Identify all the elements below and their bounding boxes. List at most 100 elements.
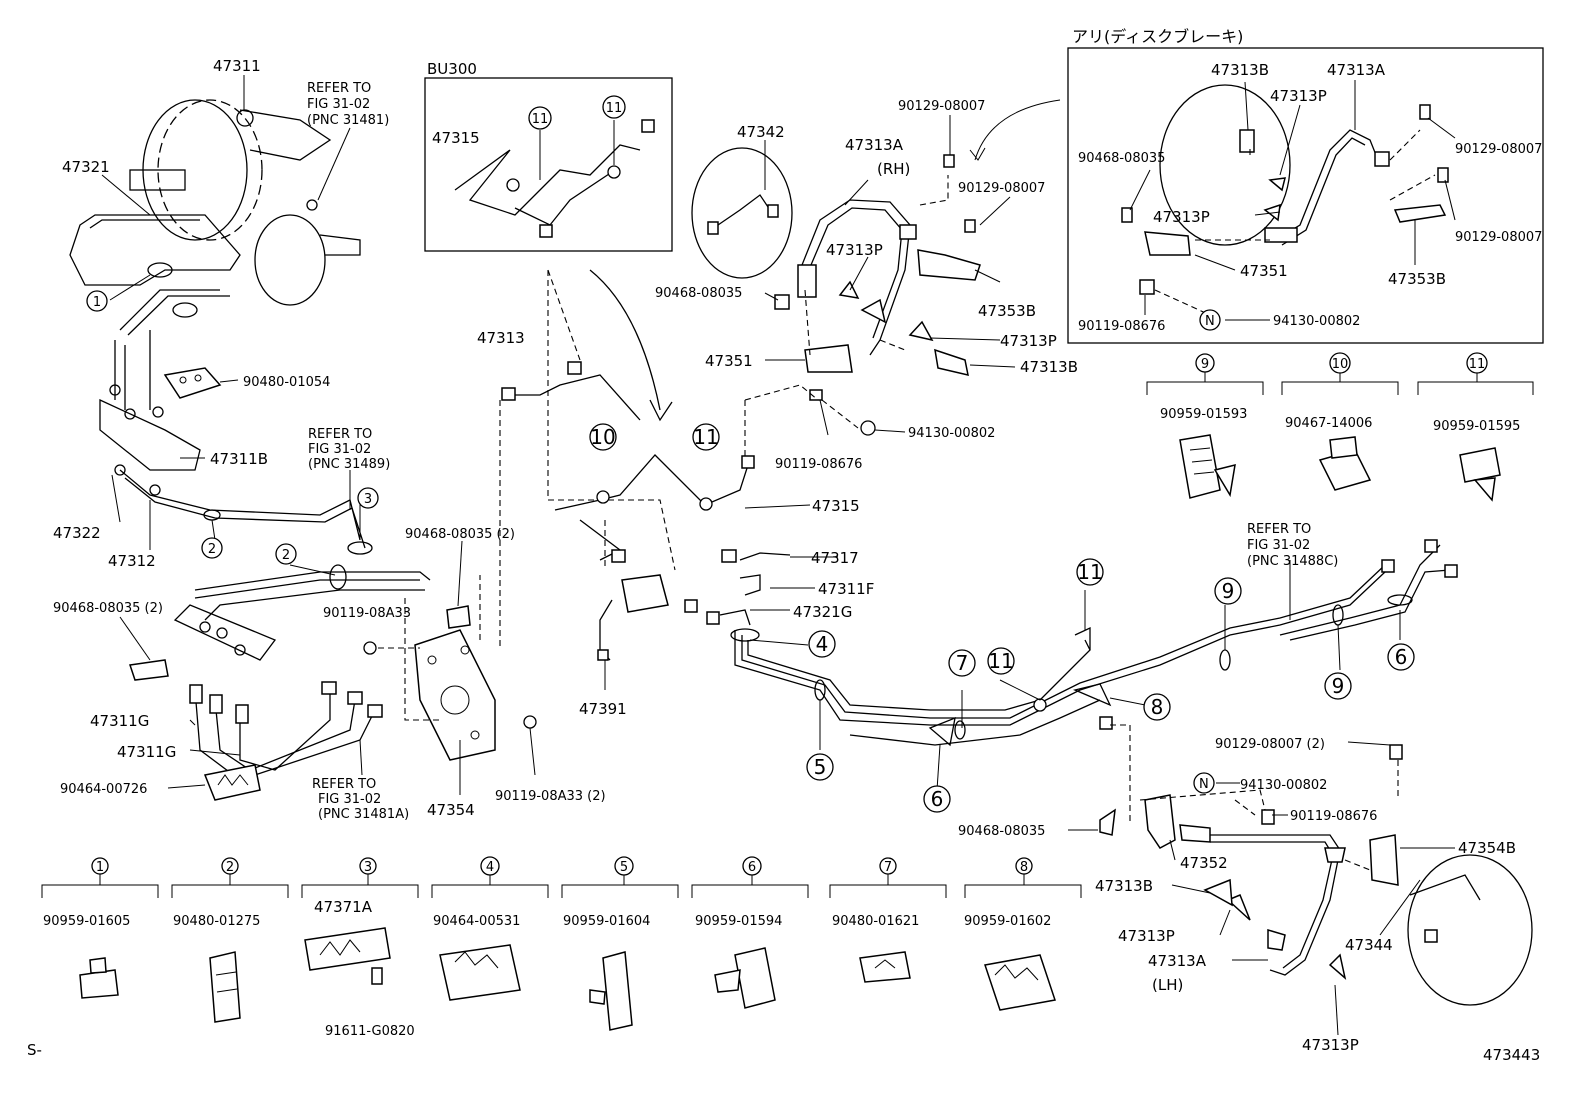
- grommet-90480-01054: [163, 367, 222, 399]
- label-d-47313P-b: 47313P: [1153, 208, 1210, 226]
- label-clamp10: 90467-14006: [1285, 416, 1372, 431]
- label-refer3c: (PNC 31481A): [318, 807, 409, 822]
- label-refer4: REFER TO: [1247, 522, 1311, 537]
- label-47315: 47315: [812, 497, 860, 515]
- clamp-row: [41, 856, 1082, 1031]
- label-47391: 47391: [579, 700, 627, 718]
- front-brake-lines: [69, 214, 431, 661]
- label-refer4c: (PNC 31488C): [1247, 554, 1338, 569]
- callout-3-hdr: 3: [364, 860, 372, 875]
- label-90468-08035-top: 90468-08035: [655, 286, 742, 301]
- label-d-94130-00802: 94130-00802: [1273, 314, 1360, 329]
- label-90119-08676-low: 90119-08676: [1290, 809, 1377, 824]
- rear-rh-hose-assembly: [691, 147, 981, 436]
- label-90129-08007-a: 90129-08007: [898, 99, 985, 114]
- label-47351-mid: 47351: [705, 352, 753, 370]
- clamp-90464-00726: [203, 764, 261, 801]
- label-refer2: REFER TO: [308, 427, 372, 442]
- label-90468-08035-2b: 90468-08035 (2): [53, 601, 163, 616]
- label-47313A-lh: 47313A: [1148, 952, 1207, 970]
- bu300-inset: [424, 77, 673, 252]
- label-clamp3: 47371A: [314, 898, 373, 916]
- label-90468-08035-low: 90468-08035: [958, 824, 1045, 839]
- callout-1-hdr: 1: [96, 860, 104, 875]
- label-clamp6: 90959-01594: [695, 914, 782, 929]
- part-labels: 47311 4 7 3 2 1 REFER TO FIG 31-02 (PNC 3148…: [27, 27, 1542, 1064]
- callout-9a: 9: [1222, 579, 1235, 603]
- callout-5: 5: [814, 755, 827, 779]
- label-47342: 47342: [737, 123, 785, 141]
- label-d-90119-08676: 90119-08676: [1078, 319, 1165, 334]
- label-clamp4: 90464-00531: [433, 914, 520, 929]
- callout-3: 3: [364, 492, 372, 507]
- callout-6-hdr: 6: [748, 860, 756, 875]
- clamp-detail-10: [1281, 352, 1399, 491]
- label-clamp9: 90959-01593: [1160, 407, 1247, 422]
- label-90468-08035-2a: 90468-08035 (2): [405, 527, 515, 542]
- label-47354B: 47354B: [1458, 839, 1516, 857]
- label-94130-00802-mid: 94130-00802: [908, 426, 995, 441]
- label-47322: 47322: [53, 524, 101, 542]
- label-90480-01054: 90480-01054: [243, 375, 330, 390]
- label-clamp11: 90959-01595: [1433, 419, 1520, 434]
- callout-9b: 9: [1332, 674, 1345, 698]
- callout-10-hdr: 10: [1332, 357, 1349, 372]
- label-s-mark: S-: [27, 1041, 42, 1059]
- callout-4: 4: [816, 632, 829, 656]
- label-refer1c: (PNC 31481): [307, 113, 389, 128]
- label-90129-08007-b: 90129-08007: [958, 181, 1045, 196]
- label-refer3b: FIG 31-02: [318, 792, 381, 807]
- bracket-47354: [414, 629, 496, 761]
- leader-lines-right-bottom: [1068, 741, 1455, 1036]
- callout-2: 2: [208, 542, 216, 557]
- callout-11-hdr: 11: [1469, 357, 1486, 372]
- label-d-47313B: 47313B: [1211, 61, 1269, 79]
- label-47313B-mid: 47313B: [1020, 358, 1078, 376]
- callout-numbers: 1 2 3 2 11 11 10 11 4 5 6 7 11 11 8 9 9 …: [93, 101, 1485, 875]
- label-d-90468-08035: 90468-08035: [1078, 151, 1165, 166]
- callout-5-hdr: 5: [620, 860, 628, 875]
- label-d-90129-08007-a: 90129-08007: [1455, 142, 1542, 157]
- label-90119-08A33-2: 90119-08A33 (2): [495, 789, 606, 804]
- label-d-90129-08007-b: 90129-08007: [1455, 230, 1542, 245]
- label-47354: 47354: [427, 801, 475, 819]
- label-d-47351: 47351: [1240, 262, 1288, 280]
- callout-11-bu-b: 11: [606, 101, 623, 116]
- disc-brake-inset: [1067, 47, 1544, 344]
- label-47317: 47317: [811, 549, 859, 567]
- label-47312: 47312: [108, 552, 156, 570]
- label-rh: (RH): [877, 160, 910, 178]
- label-47313A-rh: 47313A: [845, 136, 904, 154]
- label-47311: 47311: [213, 57, 261, 75]
- label-d-47313A: 47313A: [1327, 61, 1386, 79]
- combination-valve-area: [597, 549, 791, 661]
- label-47313P-mid: 47313P: [1000, 332, 1057, 350]
- callout-2-hdr: 2: [226, 860, 234, 875]
- callout-4-hdr: 4: [486, 860, 494, 875]
- label-47311G-b: 47311G: [117, 743, 176, 761]
- callout-circles: [86, 95, 1415, 813]
- callout-11-c: 11: [988, 649, 1013, 673]
- callout-9-hdr: 9: [1201, 357, 1209, 372]
- label-47313P-top: 47313P: [826, 241, 883, 259]
- label-d-47353B: 47353B: [1388, 270, 1446, 288]
- brake-booster-assembly: [129, 99, 361, 306]
- clamp-detail-11: [1417, 352, 1534, 502]
- label-lh: (LH): [1152, 976, 1183, 994]
- flexible-hoses-47311G: [189, 681, 383, 781]
- label-clamp7: 90480-01621: [832, 914, 919, 929]
- callout-11-bu-a: 11: [532, 112, 549, 127]
- bolt-90119-08A33-2: [523, 715, 537, 729]
- label-refer4b: FIG 31-02: [1247, 538, 1310, 553]
- label-refer1: REFER TO: [307, 81, 371, 96]
- label-bu300: BU300: [427, 60, 477, 78]
- label-47315-box: 47315: [432, 129, 480, 147]
- callout-11-d: 11: [1077, 560, 1102, 584]
- callout-7: 7: [956, 651, 969, 675]
- label-refer1b: FIG 31-02: [307, 97, 370, 112]
- callout-2b: 2: [282, 548, 290, 563]
- callout-8: 8: [1151, 695, 1164, 719]
- callout-8-hdr: 8: [1020, 860, 1028, 875]
- label-47344: 47344: [1345, 936, 1393, 954]
- label-n-low: N: [1199, 777, 1209, 792]
